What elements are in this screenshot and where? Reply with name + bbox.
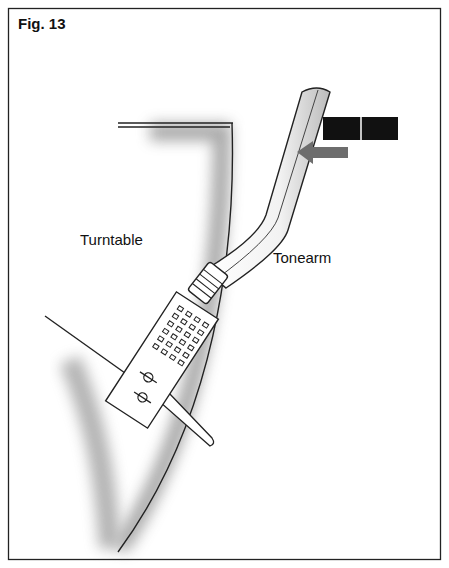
vent-hole [167,321,173,327]
vent-hole [178,360,184,366]
part-label: Turntable [80,232,143,249]
vent-hole [188,345,194,351]
headshell-connector [187,261,228,304]
vent-hole [177,306,183,312]
vent-hole [184,332,190,338]
figure-frame [9,9,441,560]
vent-hole [171,334,177,340]
vent-hole [161,349,167,355]
vent-hole [158,336,164,342]
vent-hole [193,337,199,343]
vent-hole [176,326,182,332]
vent-hole [179,339,185,345]
vent-hole [183,352,189,358]
platter-outline [45,123,233,552]
mounting-screw [127,368,165,406]
vent-hole [181,319,187,325]
vent-hole [202,322,208,328]
push-arrow [297,141,348,164]
vent-hole [189,324,195,330]
platter-shading [70,132,222,548]
figure-title: Fig. 13 [18,16,66,33]
vent-hole [169,354,175,360]
headshell [106,292,219,428]
indicator-bar [323,117,398,140]
vent-hole [166,341,172,347]
finger-lift [160,392,214,446]
vent-hole [186,311,192,317]
vent-hole [153,343,159,349]
part-label: Tonearm [273,250,331,267]
vent-hole [194,317,200,323]
vent-hole [197,330,203,336]
vent-hole [174,347,180,353]
vent-hole [172,313,178,319]
vent-hole [162,328,168,334]
